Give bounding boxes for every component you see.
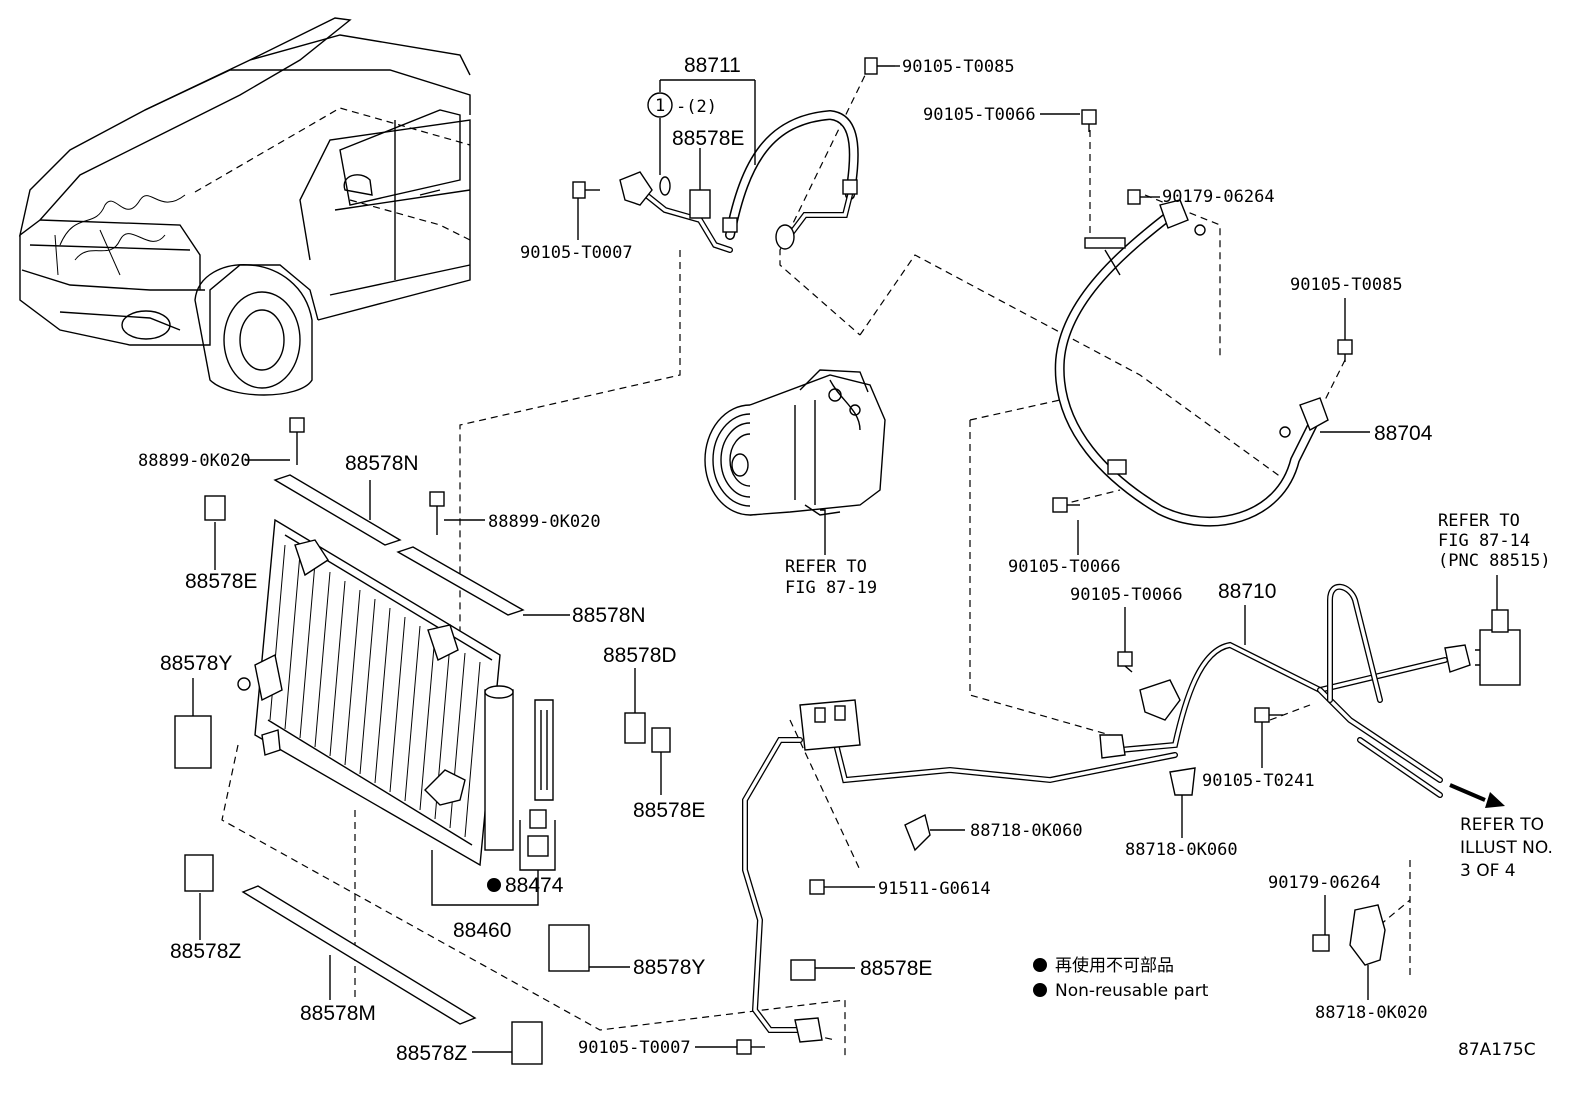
label-90105-T0241: 90105-T0241: [1202, 771, 1315, 791]
label-88578E-left: 88578E: [185, 570, 257, 593]
label-90179-06264-bottom: 90179-06264: [1268, 873, 1381, 893]
label-88578Z-bottom: 88578Z: [396, 1042, 467, 1065]
clamp-88718-0K060-b: [1169, 767, 1196, 796]
quantity-circle: [647, 92, 673, 118]
bolt-88899-0K020-b: [429, 491, 445, 535]
bolt-90105-T0085-right: [1337, 339, 1353, 362]
label-91511-G0614: 91511-G0614: [878, 879, 991, 899]
pad-88578Y-left: [174, 715, 212, 769]
legend-text-jp: 再使用不可部品: [1055, 955, 1174, 976]
label-circle-1: 1: [655, 96, 665, 116]
nut-90179-06264-bottom: [1312, 934, 1330, 952]
label-88578E-top: 88578E: [672, 127, 744, 150]
pad-88578E-mid: [651, 727, 671, 753]
label-88578E-mid: 88578E: [633, 799, 705, 822]
label-88710: 88710: [1218, 580, 1276, 603]
nut-90179-06264-top: [1127, 189, 1155, 205]
receiver-element: [534, 699, 554, 801]
bolt-90105-T0066-top: [1081, 109, 1097, 132]
legend: 再使用不可部品 Non-reusable part: [1033, 955, 1209, 1001]
pad-88578Z-left: [184, 854, 214, 892]
part-labels: 88711 1 -(2) 88578E 90105-T0085 90105-T0…: [138, 54, 1553, 1065]
seal-88578N-top: [273, 474, 402, 546]
bolt-91511-G0614: [809, 879, 840, 895]
pad-88578Y-bottom: [548, 924, 590, 972]
clamp-88718-0K060-a: [904, 813, 931, 852]
bolt-90105-T0085-top: [864, 57, 895, 75]
label-88578N-mid: 88578N: [572, 604, 646, 627]
legend-dot-jp: [1033, 958, 1047, 972]
label-88578E-bottom: 88578E: [860, 957, 932, 980]
label-refer-compressor-2: FIG 87-19: [785, 578, 877, 598]
pad-88578E-bottom: [790, 959, 816, 981]
label-88474: 88474: [505, 874, 564, 897]
label-refer-illust-3: 3 OF 4: [1460, 861, 1516, 881]
expansion-valve: [1475, 609, 1521, 686]
seal-88578N-mid: [396, 546, 525, 616]
reference-leader-lines: [194, 64, 1411, 1060]
label-90179-06264-top: 90179-06264: [1162, 187, 1275, 207]
refer-arrow: [1449, 783, 1505, 808]
label-88578D: 88578D: [603, 644, 677, 667]
seal-88578M: [241, 885, 477, 1025]
label-90105-T0007-top: 90105-T0007: [520, 243, 633, 263]
pad-88578E-top: [689, 189, 711, 219]
label-88578N-top: 88578N: [345, 452, 419, 475]
condenser-88460: [237, 518, 514, 867]
label-88711: 88711: [684, 54, 741, 77]
bolt-90105-T0007-top: [572, 181, 600, 199]
label-refer-illust-1: REFER TO: [1460, 815, 1544, 835]
legend-dot-en: [1033, 983, 1047, 997]
plug-88474: [519, 809, 556, 871]
legend-text-en: Non-reusable part: [1055, 981, 1209, 1001]
condenser-fins: [269, 544, 481, 838]
pad-88578E-left: [204, 495, 226, 521]
bolt-90105-T0066-lower: [1052, 497, 1080, 513]
bolt-90105-T0007-bottom: [736, 1039, 765, 1055]
label-90105-T0066-top: 90105-T0066: [923, 105, 1036, 125]
label-88578Z-left: 88578Z: [170, 940, 241, 963]
bolt-88899-0K020-a: [289, 417, 305, 465]
label-refer-valve-1: REFER TO: [1438, 511, 1520, 531]
label-90105-T0085-top: 90105-T0085: [902, 57, 1015, 77]
compressor: [704, 369, 886, 516]
label-88718-0K020: 88718-0K020: [1315, 1003, 1428, 1023]
label-refer-illust-2: ILLUST NO.: [1460, 838, 1553, 858]
label-90105-T0066-mid: 90105-T0066: [1070, 585, 1183, 605]
label-88899-0K020-a: 88899-0K020: [138, 451, 251, 471]
label-90105-T0066-lower: 90105-T0066: [1008, 557, 1121, 577]
label-refer-valve-3: (PNC 88515): [1438, 551, 1551, 571]
hose-88711: [619, 109, 859, 253]
pad-88578D: [624, 712, 646, 744]
tube-88710: [1099, 583, 1471, 798]
figure-id: 87A175C: [1458, 1040, 1536, 1060]
hose-88704: [1054, 199, 1329, 527]
pad-88578Z-bottom: [511, 1021, 543, 1065]
label-90105-T0007-bottom: 90105-T0007: [578, 1038, 691, 1058]
label-88899-0K020-b: 88899-0K020: [488, 512, 601, 532]
label-refer-compressor-1: REFER TO: [785, 557, 867, 577]
vehicle-illustration: [18, 17, 471, 396]
liquid-tube: [742, 699, 1178, 1043]
label-88718-0K060-a: 88718-0K060: [970, 821, 1083, 841]
label-88578Y-bottom: 88578Y: [633, 956, 705, 979]
label-88704: 88704: [1374, 422, 1433, 445]
label-qty-2: -(2): [676, 97, 717, 117]
non-reusable-dot: [487, 878, 501, 892]
label-88718-0K060-b: 88718-0K060: [1125, 840, 1238, 860]
bolt-90105-T0241: [1254, 707, 1283, 723]
label-88460: 88460: [453, 919, 511, 942]
bolt-90105-T0066-mid: [1117, 651, 1133, 673]
label-refer-valve-2: FIG 87-14: [1438, 531, 1530, 551]
clamp-88718-0K020: [1349, 904, 1386, 966]
label-90105-T0085-right: 90105-T0085: [1290, 275, 1403, 295]
callout-leaders: [192, 65, 1498, 1053]
label-88578M: 88578M: [300, 1002, 376, 1025]
label-88578Y-left: 88578Y: [160, 652, 232, 675]
